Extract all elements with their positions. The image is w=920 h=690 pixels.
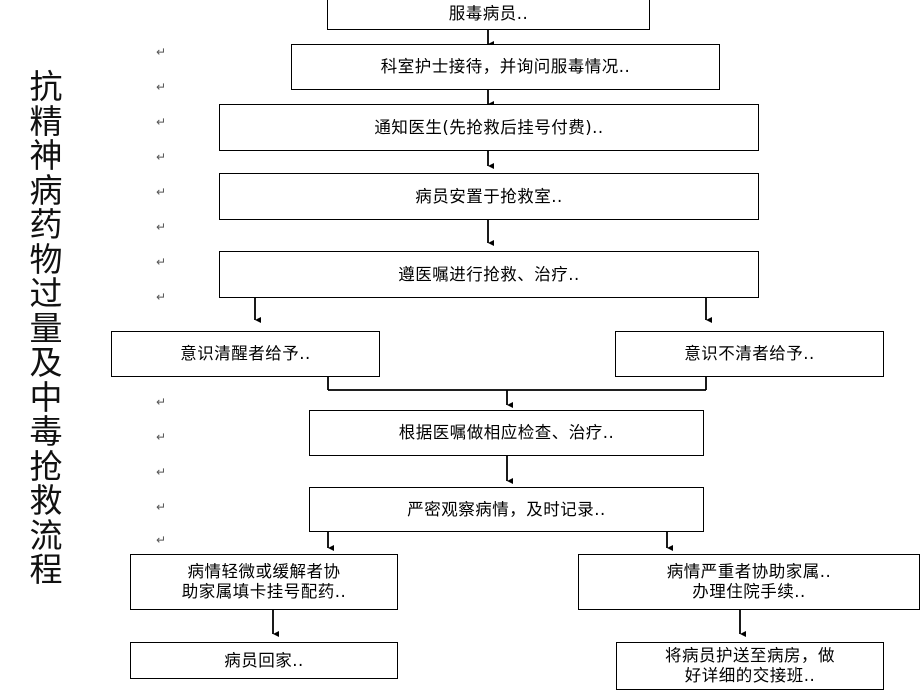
step-label: 病员安置于抢救室.. (415, 186, 563, 206)
return-mark: ↵ (156, 465, 167, 479)
title-char: 救 (29, 481, 63, 520)
return-mark: ↵ (156, 500, 167, 514)
title-char: 量 (29, 308, 63, 348)
step-label-line-1: 病情严重者协助家属.. (666, 562, 832, 581)
step-unconscious: 意识不清者给予.. (615, 331, 884, 377)
return-mark: ↵ (156, 430, 167, 444)
step-poisoned-patient: 服毒病员.. (327, 0, 650, 30)
return-mark: ↵ (156, 150, 167, 164)
step-go-home: 病员回家.. (130, 642, 398, 679)
title-char: 物 (29, 239, 63, 279)
step-label: 病员回家.. (224, 650, 304, 670)
title-char: 毒 (29, 412, 63, 451)
step-label: 意识清醒者给予.. (180, 344, 311, 363)
step-label: 通知医生(先抢救后挂号付费).. (374, 117, 604, 137)
title-char: 抢 (29, 446, 63, 486)
title-char: 程 (29, 550, 63, 589)
return-mark: ↵ (156, 185, 167, 199)
title-char: 病 (29, 170, 63, 210)
title-char: 精 (29, 101, 63, 141)
step-label: 服毒病员.. (448, 4, 529, 23)
return-mark: ↵ (156, 220, 167, 234)
return-mark: ↵ (156, 80, 167, 94)
step-emergency-room: 病员安置于抢救室.. (219, 173, 759, 220)
title-char: 中 (29, 377, 63, 417)
step-notify-doctor: 通知医生(先抢救后挂号付费).. (219, 104, 759, 151)
step-label-line-2: 助家属填卡挂号配药.. (181, 582, 347, 601)
step-label: 遵医嘱进行抢救、治疗.. (398, 264, 580, 284)
step-nurse-reception: 科室护士接待，并询问服毒情况.. (291, 44, 720, 90)
title-char: 神 (29, 136, 63, 175)
step-label-line-1: 病情轻微或缓解者协 (187, 562, 341, 581)
vertical-title: 抗精神病药物过量及中毒抢救流程 (26, 67, 66, 589)
step-label-line-2: 好详细的交接班.. (684, 666, 816, 685)
step-label: 意识不清者给予.. (684, 344, 815, 363)
step-label-line-1: 将病员护送至病房，做 (665, 646, 835, 665)
step-examination: 根据医嘱做相应检查、治疗.. (309, 410, 704, 456)
return-mark: ↵ (156, 255, 167, 269)
title-char: 流 (29, 515, 63, 555)
return-mark: ↵ (156, 45, 167, 59)
title-char: 及 (29, 343, 63, 382)
return-mark: ↵ (156, 533, 167, 547)
step-mild-case: 病情轻微或缓解者协 助家属填卡挂号配药.. (130, 554, 398, 610)
step-label: 根据医嘱做相应检查、治疗.. (398, 423, 615, 442)
step-severe-case: 病情严重者协助家属.. 办理住院手续.. (578, 554, 920, 610)
return-mark: ↵ (156, 290, 167, 304)
title-char: 抗 (29, 67, 63, 106)
step-label-line-2: 办理住院手续.. (692, 582, 806, 601)
return-mark: ↵ (156, 115, 167, 129)
step-label: 科室护士接待，并询问服毒情况.. (380, 57, 631, 76)
title-char: 过 (29, 274, 63, 313)
return-mark: ↵ (156, 395, 167, 409)
title-char: 药 (29, 205, 63, 244)
step-transfer-ward: 将病员护送至病房，做 好详细的交接班.. (616, 642, 884, 690)
step-rescue-treatment: 遵医嘱进行抢救、治疗.. (219, 251, 759, 298)
step-label: 严密观察病情，及时记录.. (407, 499, 606, 519)
step-conscious: 意识清醒者给予.. (111, 331, 380, 377)
step-observation: 严密观察病情，及时记录.. (309, 487, 704, 532)
